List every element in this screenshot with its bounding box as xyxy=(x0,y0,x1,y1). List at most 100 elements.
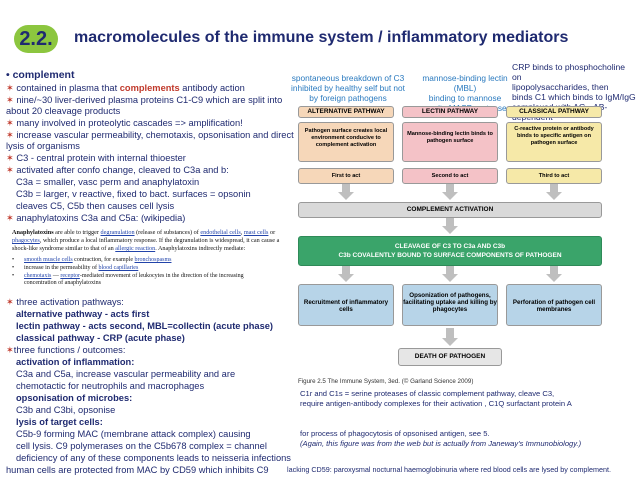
line-text: lysis of organisms xyxy=(6,141,80,151)
bullet-line: ✶ contained in plasma that complements a… xyxy=(6,83,245,94)
bullet-line: ✶ anaphylatoxins C3a and C5a: (wikipedia… xyxy=(6,213,185,224)
bullet-line: ✶ many involved in proteolytic cascades … xyxy=(6,118,243,129)
crp-note-line: lipopolysaccharides, then xyxy=(512,82,609,92)
arrow-down-icon xyxy=(546,184,562,200)
alternative-pathway-note: spontaneous breakdown of C3 inhibited by… xyxy=(278,73,418,103)
star-icon: ✶ xyxy=(6,130,14,140)
c3-line: cleaves C5, C5b then causes cell lysis xyxy=(16,201,175,211)
lectin-description: Mannose-binding lectin binds to pathogen… xyxy=(402,122,498,162)
note-line: mannose-binding lectin (MBL) xyxy=(422,73,508,93)
complement-pathway-diagram: ALTERNATIVE PATHWAY LECTIN PATHWAY CLASS… xyxy=(298,106,610,406)
cleavage-bar: CLEAVAGE OF C3 TO C3a AND C3b C3b COVALE… xyxy=(298,236,602,266)
figure-caption: Figure 2.5 The Immune System, 3ed. (© Ga… xyxy=(298,378,474,385)
wiki-bullet-text: increase in the permeability of blood ca… xyxy=(24,265,138,272)
star-icon: ✶ xyxy=(6,297,14,307)
wiki-link[interactable]: degranulation xyxy=(100,229,135,236)
bullet-line: ✶ activated after confo change, cleaved … xyxy=(6,165,229,176)
bullet-line: ✶ C3 - central protein with internal thi… xyxy=(6,153,186,164)
wiki-bullet-text: chemotaxis — receptor-mediated movement … xyxy=(24,273,244,280)
star-icon: ✶ xyxy=(6,165,14,175)
wiki-line: shock-like syndrome similar to that of a… xyxy=(12,245,245,253)
wiki-link[interactable]: blood capillaries xyxy=(98,265,139,271)
function-head: opsonisation of microbes: xyxy=(16,393,133,403)
wiki-bullet: • xyxy=(12,273,15,279)
star-icon: ✶ xyxy=(6,153,14,163)
function-line: cell lysis. C9 polymerases on the C5b678… xyxy=(16,441,267,451)
third-to-act: Third to act xyxy=(506,168,602,184)
cd59-line: human cells are protected from MAC by CD… xyxy=(6,465,269,475)
first-to-act: First to act xyxy=(298,168,394,184)
star-icon: ✶ xyxy=(6,213,14,223)
wiki-link[interactable]: smooth muscle cells xyxy=(24,257,73,263)
c3-line: C3b = larger, v reactive, fixed to bact.… xyxy=(16,189,251,199)
wiki-text: increase in the permeability of xyxy=(24,265,99,271)
bullet-line: ✶ three activation pathways: xyxy=(6,297,124,308)
crp-note-line: binds C1 which binds to IgM/IgG xyxy=(512,92,636,102)
bullet-line: about 20 cleavage products xyxy=(6,106,120,117)
line-text: three activation pathways: xyxy=(13,297,124,307)
second-to-act: Second to act xyxy=(402,168,498,184)
wiki-bullet-text: concentration of anaphylatoxins xyxy=(24,280,101,286)
star-icon: ✶ xyxy=(6,118,14,128)
wiki-line: Anaphylatoxins are able to trigger degra… xyxy=(12,229,275,237)
line-text: anaphylatoxins C3a and C5a: (wikipedia) xyxy=(13,213,186,223)
arrow-down-icon xyxy=(546,266,562,282)
pathway-line: lectin pathway - acts second, MBL=collec… xyxy=(16,321,274,331)
function-line: C3a and C5a, increase vascular permeabil… xyxy=(16,369,236,379)
wiki-link[interactable]: endothelial cells xyxy=(200,229,241,236)
figure-note-line: for process of phagocytosis of opsonised… xyxy=(300,429,490,438)
pathway-line: alternative pathway - acts first xyxy=(16,309,150,319)
wiki-text: are able to trigger xyxy=(53,229,101,236)
wiki-bullet: • xyxy=(12,265,15,271)
function-line: chemotactic for neutrophils and macropha… xyxy=(16,381,205,391)
line-text: C3 - central protein with internal thioe… xyxy=(13,153,186,163)
star-icon: ✶ xyxy=(6,345,14,355)
line-text: about 20 cleavage products xyxy=(6,106,121,116)
function-line: deficiency of any of these components le… xyxy=(16,453,291,463)
figure-note-line: (Again, this figure was from the web but… xyxy=(300,439,582,448)
wikipedia-excerpt: Anaphylatoxins are able to trigger degra… xyxy=(12,229,300,296)
arrow-down-icon xyxy=(442,218,458,234)
arrow-down-icon xyxy=(442,328,458,346)
star-icon: ✶ xyxy=(6,95,14,105)
wiki-bullet-text: smooth muscle cells contraction, for exa… xyxy=(24,257,171,264)
death-of-pathogen: DEATH OF PATHOGEN xyxy=(398,348,502,366)
bullet-line: ✶ increase vascular permeability, chemot… xyxy=(6,130,294,141)
bullet-line: lysis of organisms xyxy=(6,141,80,152)
wiki-link[interactable]: allergic reaction xyxy=(115,245,156,252)
line-text: nine/~30 liver-derived plasma proteins C… xyxy=(13,95,283,105)
wiki-text: shock-like syndrome similar to that of a… xyxy=(12,245,116,252)
line-text: three functions / outcomes: xyxy=(13,345,126,355)
wiki-link[interactable]: chemotaxis xyxy=(24,273,52,279)
wiki-text: . Anaphylatoxins indirectly mediate: xyxy=(155,245,246,252)
function-head: activation of inflammation: xyxy=(16,357,135,367)
wiki-link[interactable]: bronchospasms xyxy=(134,257,172,263)
wiki-text: — xyxy=(51,273,61,279)
c3-line: C3a = smaller, vasc perm and anaphylatox… xyxy=(16,177,200,187)
outcome-perforation: Perforation of pathogen cell membranes xyxy=(506,284,602,326)
star-icon: ✶ xyxy=(6,83,14,93)
complement-activation-bar: COMPLEMENT ACTIVATION xyxy=(298,202,602,218)
c1-note-line: C1r and C1s = serine proteases of classi… xyxy=(300,389,555,398)
lectin-pathway-header: LECTIN PATHWAY xyxy=(402,106,498,118)
note-line: by foreign pathogens xyxy=(309,93,387,103)
note-line: binding to mannose xyxy=(428,93,502,103)
wiki-text: -mediated movement of leukocytes in the … xyxy=(79,273,244,279)
wiki-line: phagocytes, which produce a local inflam… xyxy=(12,237,279,245)
arrow-down-icon xyxy=(442,184,458,200)
diagram-arrows xyxy=(338,184,562,346)
line-text: many involved in proteolytic cascades =>… xyxy=(13,118,243,128)
classical-description: C-reactive protein or antibody binds to … xyxy=(506,122,602,162)
cd59-note: lacking CD59: paroxysmal nocturnal haemo… xyxy=(287,465,612,474)
arrow-down-icon xyxy=(442,266,458,282)
cleavage-line: CLEAVAGE OF C3 TO C3a AND C3b xyxy=(394,243,506,250)
wiki-link[interactable]: phagocytes xyxy=(12,237,40,244)
cleavage-line: C3b COVALENTLY BOUND TO SURFACE COMPONEN… xyxy=(338,252,562,259)
page-title: macromolecules of the immune system / in… xyxy=(74,29,569,46)
c1-note-line: require antigen-antibody complexes for t… xyxy=(300,399,572,408)
line-text: activated after confo change, cleaved to… xyxy=(13,165,229,175)
wiki-link[interactable]: mast cells xyxy=(243,229,269,236)
alternative-pathway-header: ALTERNATIVE PATHWAY xyxy=(298,106,394,118)
wiki-link[interactable]: receptor xyxy=(60,273,80,279)
wiki-text: , xyxy=(240,229,244,236)
